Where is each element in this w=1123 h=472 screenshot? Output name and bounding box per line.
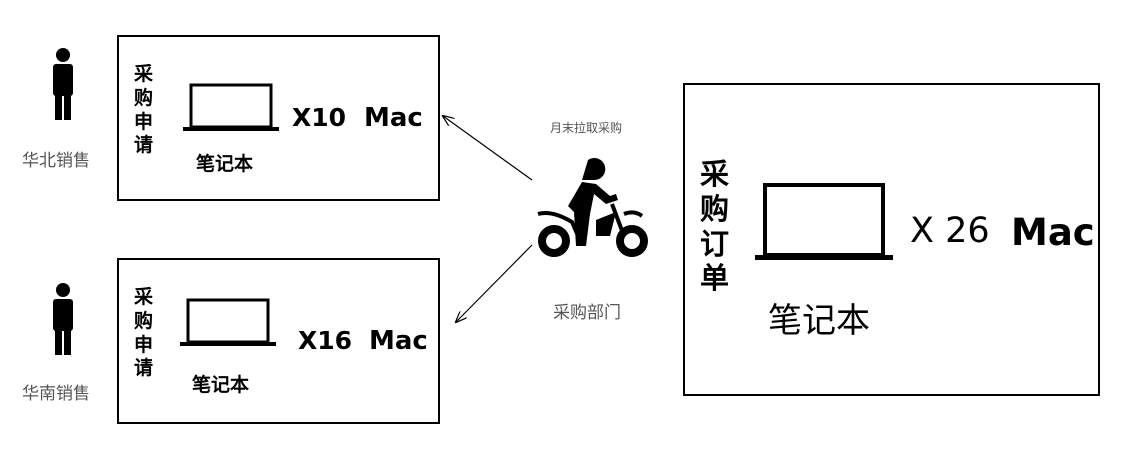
doc-label: 采购申请 (134, 63, 154, 157)
region-label: 华南销售 (22, 384, 90, 404)
brand: Mac (1011, 211, 1095, 254)
arrow-to-south (456, 244, 533, 322)
person-icon-south (53, 283, 73, 355)
purchase-request-box-south: 采购申请 X16 Mac 笔记本 (117, 258, 440, 424)
laptop-icon-south (180, 298, 276, 346)
person-icon-north (53, 48, 73, 120)
doc-label: 采购订单 (700, 157, 730, 296)
laptop-icon-order (755, 183, 893, 260)
department-label: 采购部门 (553, 303, 621, 323)
action-label: 月末拉取采购 (550, 121, 623, 135)
item-label: 笔记本 (192, 374, 250, 396)
quantity: X16 (298, 326, 353, 355)
purchase-request-box-north: 采购申请 X10 Mac 笔记本 (117, 35, 440, 201)
purchase-order-box: 采购订单 X 26 Mac 笔记本 (683, 83, 1100, 396)
arrow-to-north (443, 116, 533, 181)
quantity: X 26 (910, 211, 990, 251)
motorcycle-icon (537, 158, 648, 257)
region-label: 华北销售 (22, 151, 90, 171)
brand: Mac (369, 326, 428, 356)
item-label: 笔记本 (196, 153, 254, 175)
doc-label: 采购申请 (134, 286, 154, 380)
item-label: 笔记本 (768, 301, 870, 341)
quantity: X10 (292, 103, 347, 132)
laptop-icon-north (183, 83, 279, 131)
brand: Mac (364, 103, 423, 133)
